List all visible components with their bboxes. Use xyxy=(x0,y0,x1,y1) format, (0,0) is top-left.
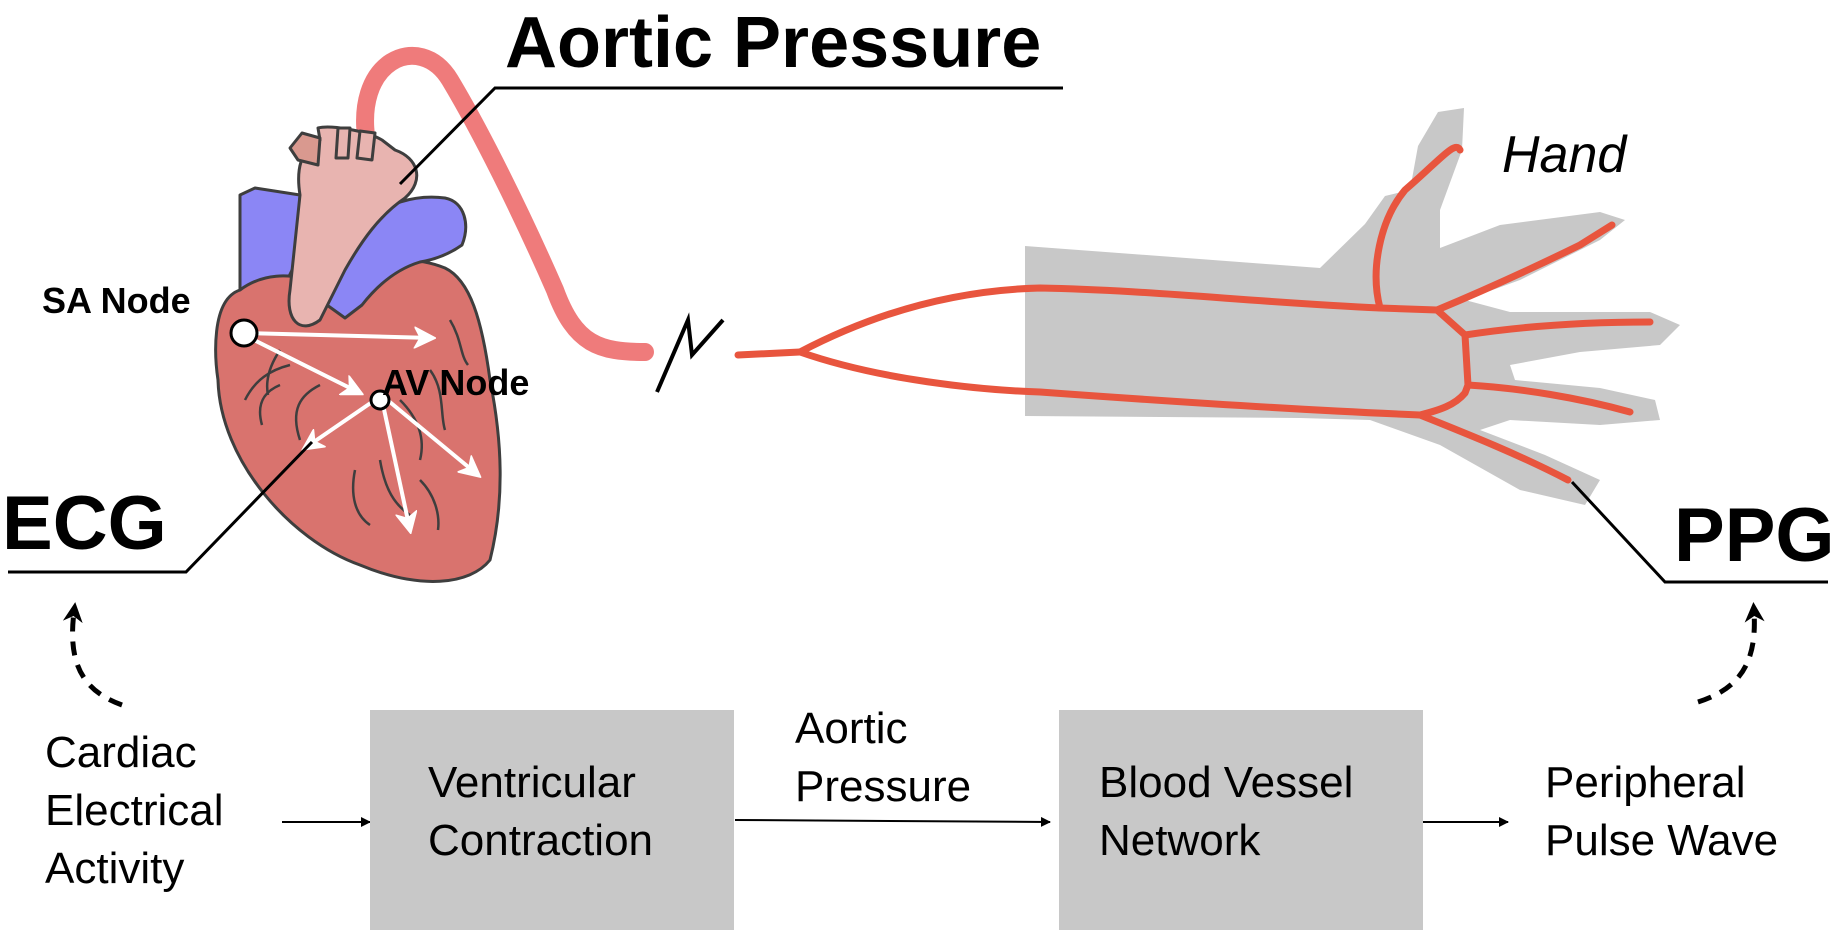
av-node-label: AV Node xyxy=(382,362,530,403)
box1-line-1: Ventricular xyxy=(428,758,636,807)
leader-lines xyxy=(8,86,1828,584)
catheter-tube xyxy=(356,46,654,361)
sa-node-label: SA Node xyxy=(42,280,191,321)
hand-label: Hand xyxy=(1502,126,1627,184)
box1-line-2: Contraction xyxy=(428,816,654,865)
ecg-dashed-arrow xyxy=(62,602,123,708)
box2-line-2: Network xyxy=(1099,816,1261,865)
conduction-arrows xyxy=(243,333,478,530)
box1-text: Ventricular Contraction xyxy=(428,754,653,870)
flow-arrows xyxy=(282,816,1509,827)
box-ventricular-contraction: Ventricular Contraction xyxy=(370,710,734,930)
av-node-marker xyxy=(369,389,391,411)
input-line-3: Activity xyxy=(45,844,185,893)
input-cardiac-electrical-activity: Cardiac Electrical Activity xyxy=(45,724,224,898)
sa-node-marker xyxy=(229,318,259,348)
output-line-2: Pulse Wave xyxy=(1545,816,1779,865)
title-aortic-pressure: Aortic Pressure xyxy=(505,3,1042,83)
edge-aortic-pressure: Aortic Pressure xyxy=(795,700,971,816)
vessel-network xyxy=(734,143,1654,484)
box2-text: Blood Vessel Network xyxy=(1099,754,1353,870)
edge-line-2: Pressure xyxy=(795,762,972,811)
edge-line-1: Aortic xyxy=(795,704,908,753)
output-peripheral-pulse-wave: Peripheral Pulse Wave xyxy=(1545,754,1778,870)
input-line-2: Electrical xyxy=(45,786,224,835)
input-line-1: Cardiac xyxy=(45,728,197,777)
box-blood-vessel-network: Blood Vessel Network xyxy=(1059,710,1423,930)
ppg-label: PPG xyxy=(1674,493,1833,578)
output-line-1: Peripheral xyxy=(1545,758,1746,807)
ecg-label: ECG xyxy=(2,481,167,566)
box2-line-1: Blood Vessel xyxy=(1099,758,1354,807)
ppg-dashed-arrow xyxy=(1697,602,1765,705)
break-symbol xyxy=(655,312,725,393)
heart-illustration xyxy=(214,125,502,583)
